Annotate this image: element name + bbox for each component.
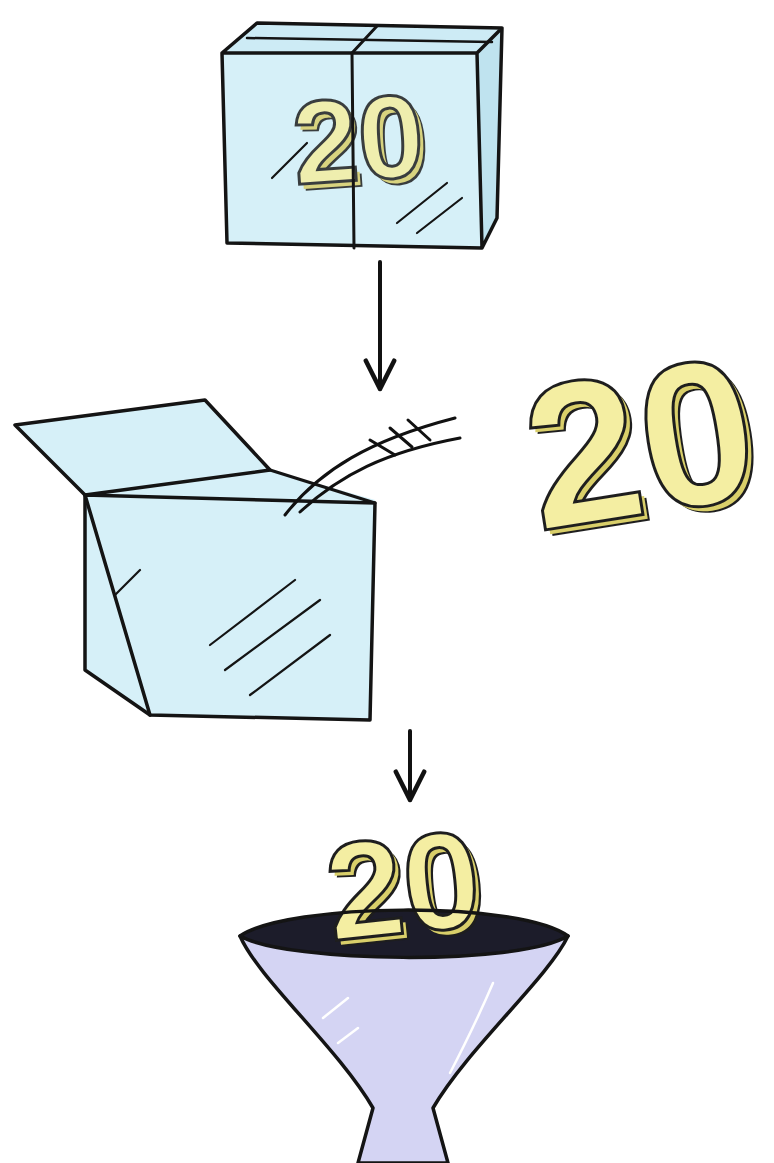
sketch-stroke xyxy=(477,28,502,248)
number-text: 20 xyxy=(232,799,575,971)
sketch-stroke xyxy=(222,23,502,53)
sketch-stroke xyxy=(323,983,493,1073)
sketch-stroke xyxy=(222,23,502,248)
sketch-stroke xyxy=(15,400,270,495)
number-text: 20 xyxy=(476,318,774,567)
motion-lines xyxy=(285,418,460,515)
open-box: 20 xyxy=(15,395,425,725)
sketch-stroke xyxy=(240,910,568,936)
number-text: 20 xyxy=(208,70,508,208)
sketch-stroke xyxy=(85,495,375,720)
sketch-stroke xyxy=(270,470,375,503)
sketch-stroke xyxy=(247,38,492,42)
sketch-stroke xyxy=(352,26,377,248)
shape-front xyxy=(15,395,425,725)
sketch-stroke xyxy=(85,470,375,720)
shape-front xyxy=(212,18,504,250)
shape-front xyxy=(228,808,580,1163)
funnel-vase: 20 xyxy=(228,808,580,1163)
sketch-stroke xyxy=(85,495,150,715)
flow-arrow xyxy=(378,262,382,389)
flow-arrow xyxy=(408,731,412,800)
shape-back xyxy=(15,395,425,725)
sketch-stroke xyxy=(272,143,462,233)
sketch-stroke xyxy=(115,570,330,695)
glass-cube: 20 xyxy=(212,18,504,250)
sketch-stroke xyxy=(240,936,568,1163)
sketch-stroke xyxy=(15,400,270,495)
